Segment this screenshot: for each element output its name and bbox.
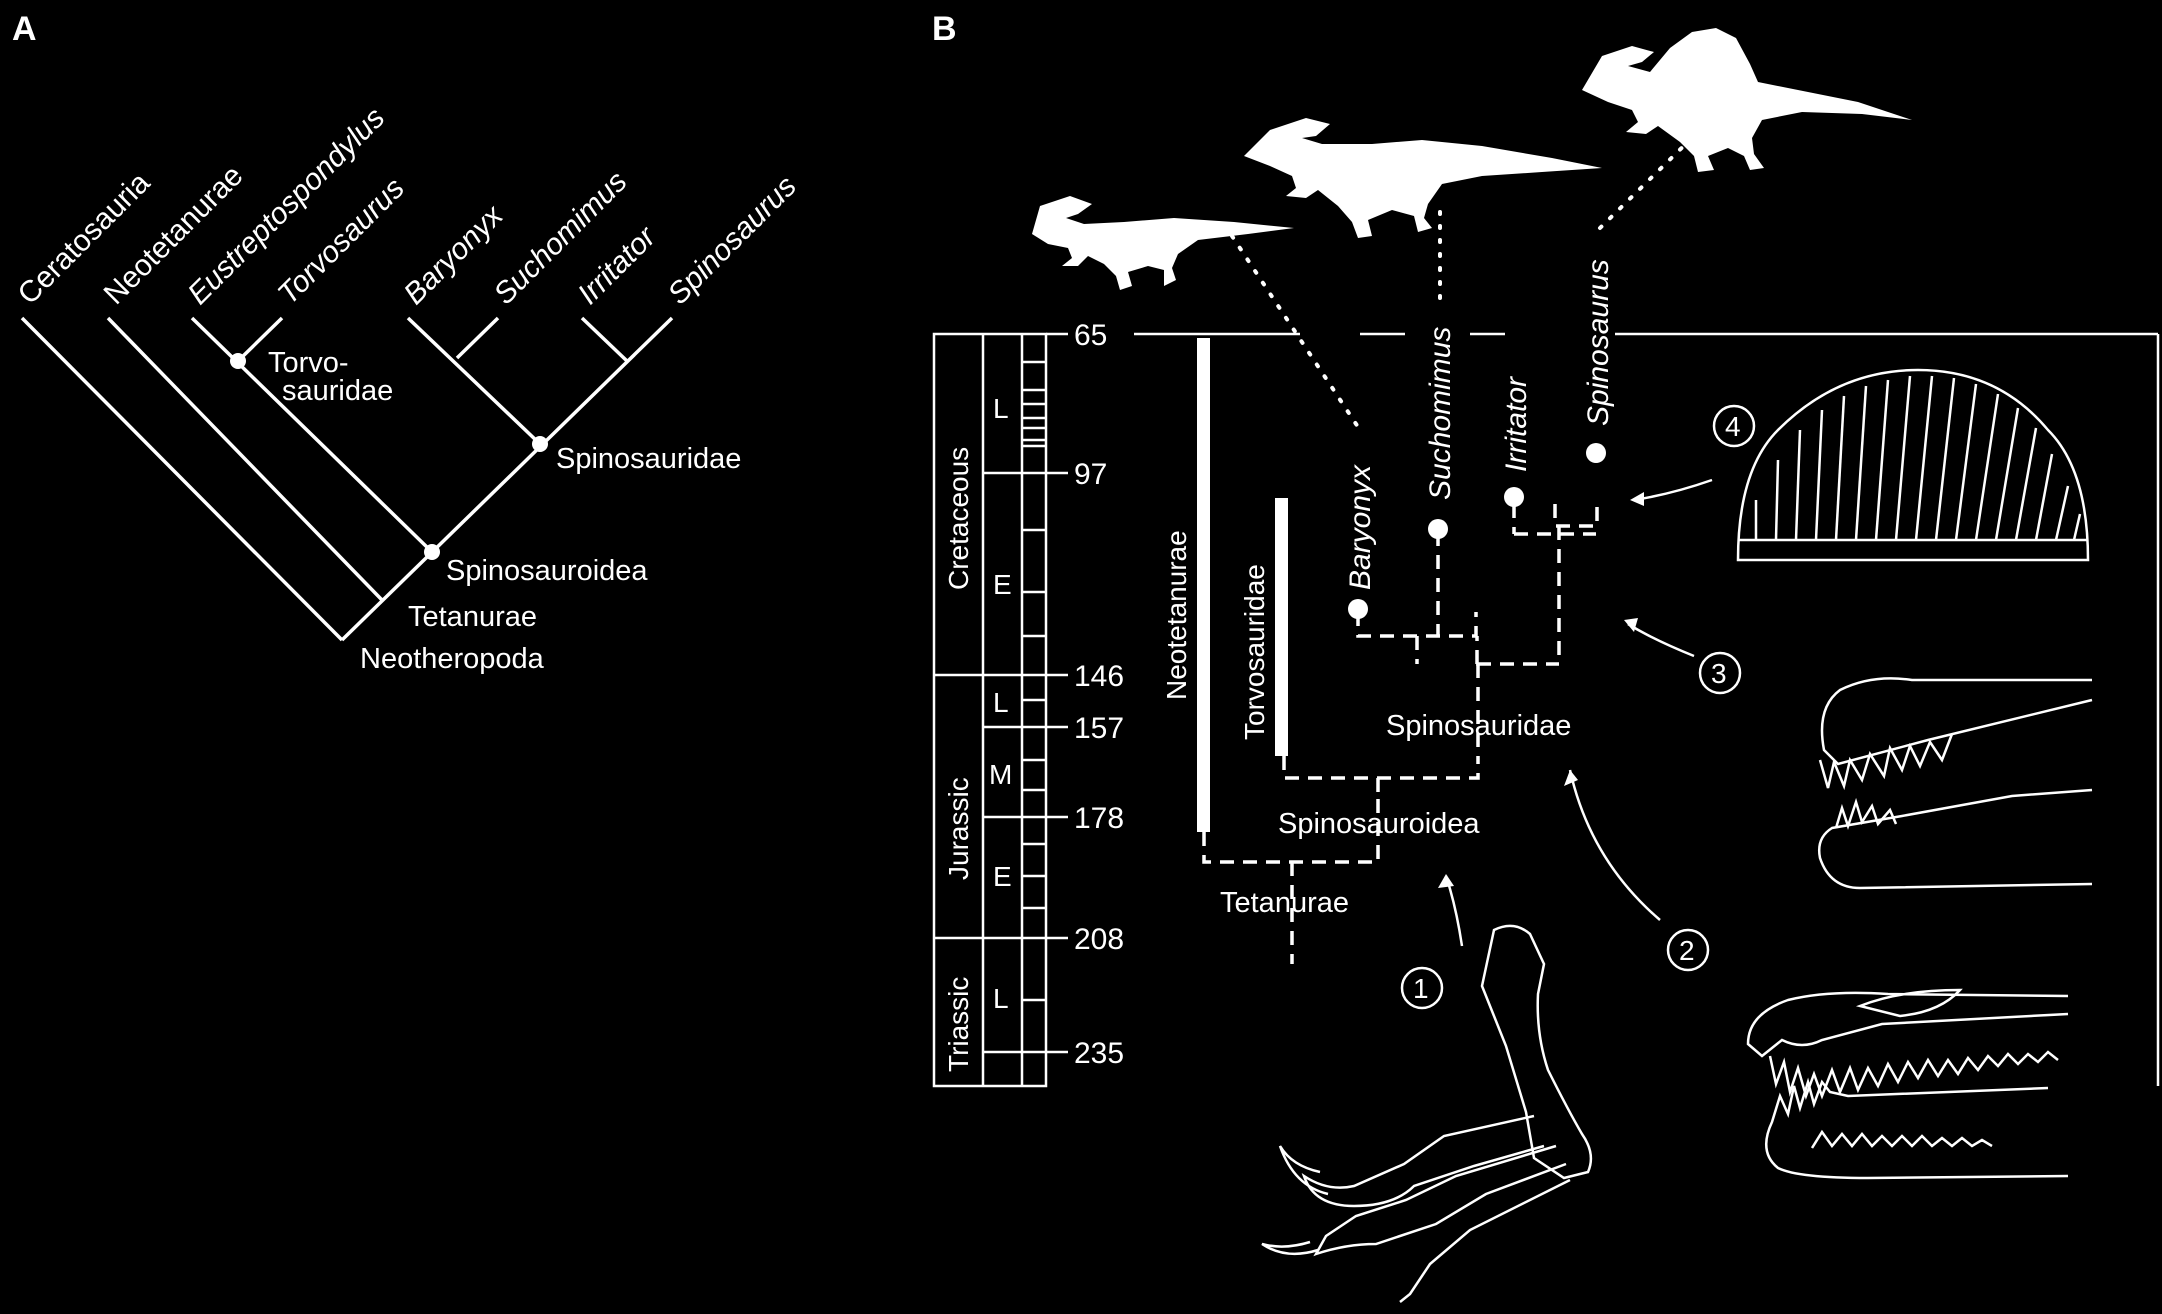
range-label-torvosauridae: Torvosauridae <box>1239 564 1270 740</box>
taxon-b-spinosaurus: Spinosaurus <box>1582 259 1615 426</box>
epoch-early-cretaceous: E <box>993 569 1012 600</box>
irritator-dot <box>1504 487 1524 507</box>
boundary-line <box>1134 332 2160 1086</box>
neotetanurae-range-bar <box>1197 338 1210 832</box>
upper-skull-drawing-suchomimus <box>1818 677 2093 890</box>
callout-2 <box>1666 928 1710 972</box>
clade-spinosauroidea: Spinosauroidea <box>446 555 648 587</box>
suchomimus-silhouette <box>1244 118 1602 238</box>
tick-235: 235 <box>1074 1037 1124 1070</box>
tick-208: 208 <box>1074 923 1124 956</box>
spinosauridae-node <box>532 436 548 452</box>
callout-3 <box>1698 651 1742 695</box>
panel-b-label: B <box>932 10 957 48</box>
epoch-early-jurassic: E <box>993 861 1012 892</box>
range-label-neotetanurae: Neotetanurae <box>1161 530 1192 700</box>
clade-b-spinosauridae: Spinosauridae <box>1386 710 1571 742</box>
panel-a-label: A <box>12 10 37 48</box>
clade-tetanurae: Tetanurae <box>408 601 537 633</box>
baryonyx-dot <box>1348 599 1368 619</box>
clade-torvosauridae-line2: sauridae <box>282 375 393 407</box>
baryonyx-silhouette <box>1032 196 1294 290</box>
callout-1-label: 1 <box>1413 973 1429 1004</box>
callout-2-label: 2 <box>1679 935 1695 966</box>
clade-spinosauridae: Spinosauridae <box>556 443 741 475</box>
clade-b-tetanurae: Tetanurae <box>1220 887 1349 919</box>
tick-146: 146 <box>1074 660 1124 693</box>
dorsal-vertebrae-drawing <box>1736 368 2090 562</box>
taxon-b-baryonyx: Baryonyx <box>1344 464 1377 590</box>
silhouette-connectors <box>1230 128 1702 432</box>
skull-drawing-baryonyx <box>1746 988 2069 1180</box>
panel-b-stratigraphic-tree: B <box>932 10 2160 1303</box>
callout-3-label: 3 <box>1711 658 1727 689</box>
clade-neotheropoda: Neotheropoda <box>360 643 545 675</box>
taxon-b-suchomimus: Suchomimus <box>1424 327 1457 500</box>
spinosaurus-silhouette <box>1582 28 1912 172</box>
callout-4 <box>1712 404 1756 448</box>
period-triassic: Triassic <box>943 977 974 1072</box>
torvosauridae-node <box>230 353 246 369</box>
epoch-middle-jurassic: M <box>989 759 1012 790</box>
ghost-lineages <box>1202 504 1599 964</box>
spinosauroidea-node <box>424 544 440 560</box>
tick-65: 65 <box>1074 319 1107 352</box>
terminal-taxa: Baryonyx Suchomimus Irritator Spinosauru… <box>1344 259 1615 619</box>
tick-157: 157 <box>1074 712 1124 745</box>
geologic-time-scale: Cretaceous Jurassic Triassic L E L M E L… <box>932 319 1124 1088</box>
period-jurassic: Jurassic <box>943 777 974 880</box>
period-cretaceous: Cretaceous <box>943 447 974 590</box>
callout-1 <box>1400 966 1444 1010</box>
clade-b-spinosauroidea: Spinosauroidea <box>1278 808 1480 840</box>
spinosaurus-dot <box>1586 443 1606 463</box>
suchomimus-dot <box>1428 519 1448 539</box>
callout-4-label: 4 <box>1725 411 1741 442</box>
clade-labels: Torvo- sauridae Spinosauridae Spinosauro… <box>268 347 741 675</box>
callouts: 1 2 3 4 <box>1400 404 1756 1010</box>
epoch-late-cretaceous: L <box>993 393 1009 424</box>
epoch-late-triassic: L <box>993 983 1009 1014</box>
cladogram-nodes <box>230 353 548 560</box>
forelimb-claw-drawing <box>1261 924 1593 1303</box>
tick-178: 178 <box>1074 802 1124 835</box>
torvosauridae-range-bar <box>1275 498 1288 756</box>
clade-torvosauridae-line1: Torvo- <box>268 347 349 379</box>
tick-97: 97 <box>1074 458 1107 491</box>
taxon-b-irritator: Irritator <box>1500 376 1533 472</box>
epoch-late-jurassic: L <box>993 687 1009 718</box>
